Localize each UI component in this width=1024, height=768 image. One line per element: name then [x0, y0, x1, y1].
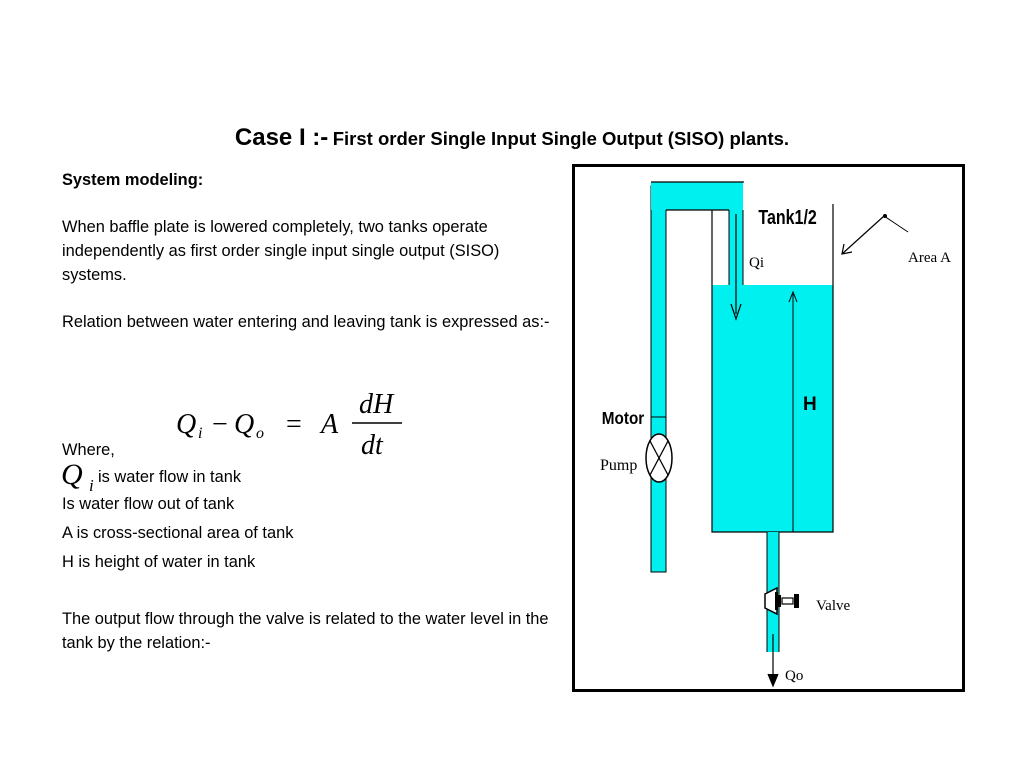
pump-label: Pump [600, 457, 637, 474]
definition-qi-text: is water flow in tank [98, 468, 242, 486]
valve-icon [764, 586, 799, 616]
definition-height: H is height of water in tank [62, 553, 256, 571]
qi-label: Qi [749, 255, 764, 271]
valve-label: Valve [816, 598, 850, 614]
eq-numerator: dH [359, 389, 395, 420]
area-label: Area A [908, 250, 951, 266]
mass-balance-equation: Q i − Q o = A dH dt [176, 389, 402, 460]
qo-label: Qo [785, 668, 803, 684]
eq-area: A [319, 409, 339, 440]
tank-water [712, 285, 833, 532]
paragraph-output-flow: The output flow through the valve is rel… [62, 610, 549, 652]
definition-qi: Q i is water flow in tank [61, 460, 562, 494]
qi-symbol: Q i [61, 460, 94, 494]
definition-qo: Is water flow out of tank [62, 495, 235, 513]
svg-text:i: i [89, 476, 94, 494]
slide-title: Case I :- First order Single Input Singl… [0, 124, 1024, 152]
h-label: H [803, 394, 817, 415]
where-label: Where, [62, 441, 115, 459]
title-prefix: Case I :- [234, 124, 329, 151]
tank-diagram: Tank1/2 Qi Area A Motor Pump H Valve Qo [572, 164, 965, 692]
paragraph-relation: Relation between water entering and leav… [62, 313, 550, 331]
title-text: First order Single Input Single Output (… [332, 128, 790, 149]
tank-label: Tank1/2 [758, 206, 816, 228]
eq-minus: − [212, 409, 228, 440]
motor-label: Motor [602, 408, 645, 428]
eq-denominator: dt [361, 430, 384, 460]
paragraph-baffle: When baffle plate is lowered completely,… [62, 218, 500, 284]
area-pointer-arrow [841, 214, 909, 255]
top-pipe [651, 182, 743, 210]
slide-body: System modeling: When baffle plate is lo… [61, 168, 562, 655]
eq-q-out: Q [234, 409, 254, 440]
definition-area: A is cross-sectional area of tank [62, 524, 294, 542]
svg-text:Q: Q [61, 460, 83, 491]
eq-equals: = [286, 409, 302, 440]
inlet-riser-pipe [650, 185, 667, 418]
pump-icon [645, 433, 673, 483]
eq-sub-i: i [198, 425, 202, 442]
eq-q-in: Q [176, 409, 196, 440]
eq-sub-o: o [256, 425, 264, 442]
section-heading: System modeling: [62, 171, 204, 189]
